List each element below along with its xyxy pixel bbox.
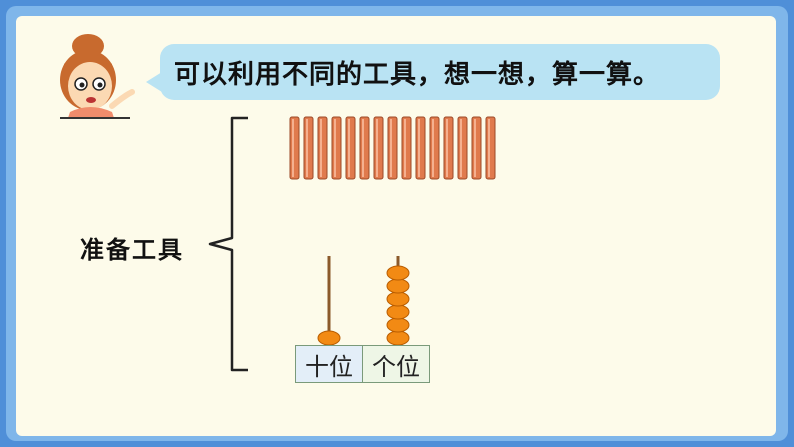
counting-stick-highlight <box>446 119 448 177</box>
counting-stick-highlight <box>390 119 392 177</box>
counting-stick-highlight <box>306 119 308 177</box>
tens-bead <box>317 330 341 346</box>
counting-stick <box>345 116 356 180</box>
ones-bead <box>386 265 410 281</box>
counting-stick-highlight <box>320 119 322 177</box>
counting-stick-highlight <box>376 119 378 177</box>
counting-stick <box>303 116 314 180</box>
teacher-avatar-icon <box>60 34 135 119</box>
counting-stick <box>317 116 328 180</box>
counting-sticks <box>289 116 496 180</box>
ones-bead <box>386 291 410 307</box>
counting-stick <box>373 116 384 180</box>
ones-bead <box>386 330 410 346</box>
tools-label: 准备工具 <box>80 236 184 264</box>
counting-stick <box>415 116 426 180</box>
counting-stick <box>429 116 440 180</box>
counting-stick-highlight <box>348 119 350 177</box>
ones-bead <box>386 278 410 294</box>
counting-stick-highlight <box>404 119 406 177</box>
counting-stick-highlight <box>432 119 434 177</box>
counting-stick-highlight <box>334 119 336 177</box>
ones-place-cell: 个位 <box>363 346 429 382</box>
ones-bead <box>386 317 410 333</box>
counting-stick <box>485 116 496 180</box>
abacus-beads <box>317 265 410 346</box>
counting-stick <box>359 116 370 180</box>
counting-stick-highlight <box>362 119 364 177</box>
counting-stick-highlight <box>488 119 490 177</box>
counting-stick <box>457 116 468 180</box>
counting-stick <box>443 116 454 180</box>
tens-place-cell: 十位 <box>296 346 363 382</box>
counting-stick <box>401 116 412 180</box>
counting-stick-highlight <box>460 119 462 177</box>
counting-stick-highlight <box>418 119 420 177</box>
speech-text: 可以利用不同的工具，想一想，算一算。 <box>174 60 661 90</box>
counting-stick-highlight <box>474 119 476 177</box>
ones-bead <box>386 304 410 320</box>
place-value-table: 十位 个位 <box>295 345 430 383</box>
speech-bubble <box>160 44 720 100</box>
counting-stick <box>387 116 398 180</box>
counting-stick <box>289 116 300 180</box>
grouping-brace <box>208 116 248 372</box>
speech-bubble-tail <box>146 72 162 92</box>
counting-stick-highlight <box>292 119 294 177</box>
counting-stick <box>471 116 482 180</box>
counting-stick <box>331 116 342 180</box>
